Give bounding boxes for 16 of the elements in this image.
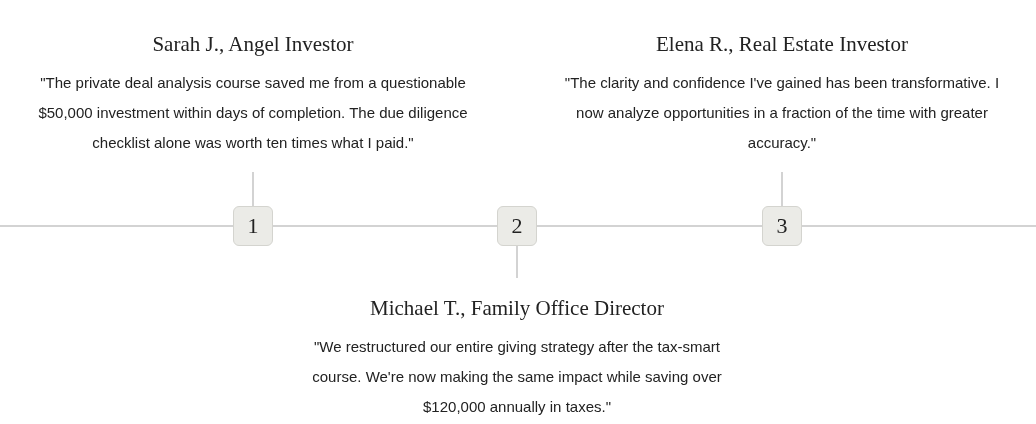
testimonial-author: Sarah J., Angel Investor	[151, 31, 355, 58]
timeline-line	[0, 225, 234, 227]
testimonial-quote: "The private deal analysis course saved me from a questionable $50,000 investment within days of completion. The due diligence checklist alone was worth ten times what I paid."	[37, 73, 469, 153]
number-badge: 2	[497, 206, 537, 246]
connector-line	[516, 245, 518, 279]
number-badge: 3	[762, 206, 802, 246]
connector-line	[781, 171, 783, 207]
testimonial-quote: "The clarity and confidence I've gained has been transformative. I now analyze opportunities in a fraction of the time with greater accuracy."	[563, 73, 1001, 153]
timeline-line	[272, 225, 498, 227]
number-badge: 1	[233, 206, 273, 246]
testimonial-author: Michael T., Family Office Director	[369, 295, 665, 322]
connector-line	[252, 171, 254, 207]
testimonial-quote: "We restructured our entire giving strategy after the tax-smart course. We're now making the same impact while saving over $120,000 annually in taxes."	[311, 337, 723, 417]
testimonial-author: Elena R., Real Estate Investor	[655, 31, 909, 58]
timeline-line	[536, 225, 763, 227]
timeline-line	[801, 225, 1036, 227]
